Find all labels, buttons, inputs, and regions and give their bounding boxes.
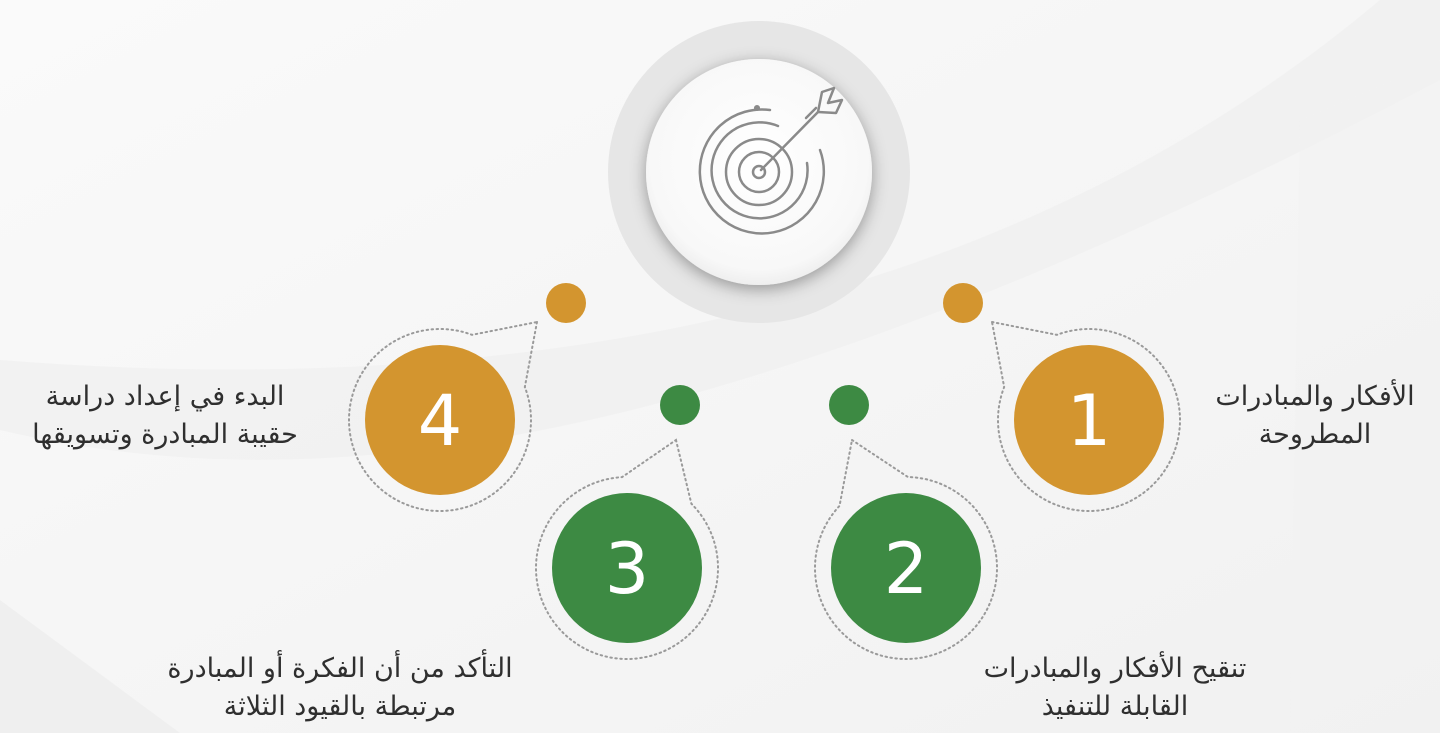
step-1-dotted-outline [990,320,1181,512]
step-1-number: 1 [1067,380,1112,462]
step-4-line-2: حقيبة المبادرة وتسويقها [32,419,298,450]
step-1-circle [1014,345,1164,495]
step-2-number: 2 [884,528,929,610]
hub-face [646,59,872,285]
step-3-line-2: مرتبطة بالقيود الثلاثة [223,691,457,722]
step-3: 3 [535,385,719,660]
step-2-line-2: القابلة للتنفيذ [1041,691,1189,722]
step-1-line-1: الأفكار والمبادرات [1215,381,1415,412]
step-3-dotted-outline [535,438,719,660]
step-4-dotted-outline [348,320,539,512]
step-1: 1 [943,283,1181,512]
step-1-line-2: المطروحة [1258,419,1372,450]
step-2-connector-dot [829,385,869,425]
hub [608,21,910,323]
step-1-connector-dot [943,283,983,323]
step-3-circle [552,493,702,643]
step-4: 4 [348,283,586,512]
step-4-connector-dot [546,283,586,323]
step-2-circle [831,493,981,643]
step-3-connector-dot [660,385,700,425]
step-1-label: الأفكار والمبادرات المطروحة [1200,378,1430,454]
step-3-label: التأكد من أن الفكرة أو المبادرة مرتبطة ب… [140,650,540,726]
step-2-dotted-outline [814,438,998,660]
step-4-label: البدء في إعداد دراسة حقيبة المبادرة وتسو… [0,378,330,454]
step-4-circle [365,345,515,495]
step-3-line-1: التأكد من أن الفكرة أو المبادرة [167,653,513,684]
steps-layer: 1 2 3 4 [348,283,1181,660]
step-2: 2 [814,385,998,660]
step-4-number: 4 [418,380,463,462]
target-icon [698,86,844,235]
step-2-line-1: تنقيح الأفكار والمبادرات [983,653,1247,684]
step-4-line-1: البدء في إعداد دراسة [45,381,285,412]
step-2-label: تنقيح الأفكار والمبادرات القابلة للتنفيذ [965,650,1265,726]
step-3-number: 3 [605,528,650,610]
